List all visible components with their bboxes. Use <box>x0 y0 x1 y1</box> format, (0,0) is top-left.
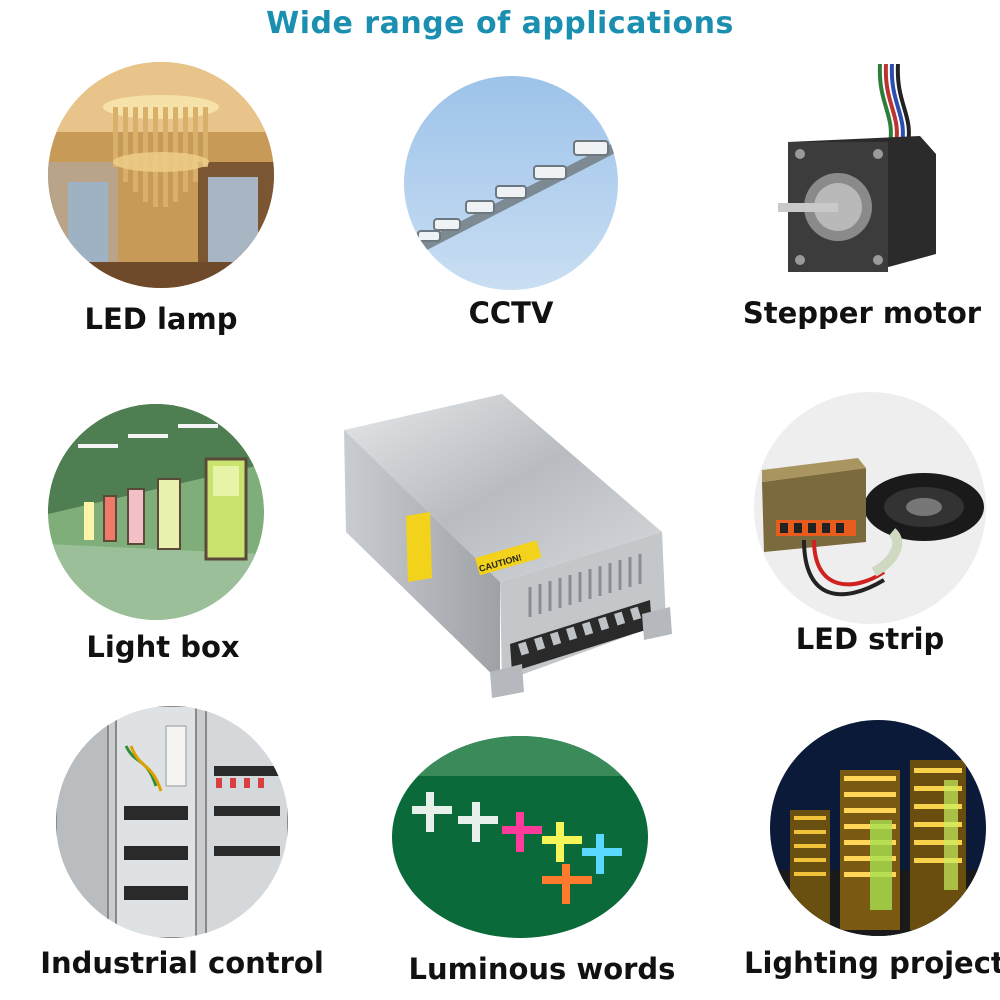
stepper-motor-photo-icon <box>760 64 960 284</box>
stepper-motor-label: Stepper motor <box>742 296 982 330</box>
power-supply-photo-icon: CAUTION! <box>330 382 690 702</box>
led-strip-reel-photo-icon <box>754 392 986 624</box>
lighting-project-label: Lighting project <box>744 946 1000 980</box>
light-box-label: Light box <box>86 630 240 664</box>
luminous-words-label: Luminous words <box>408 952 676 986</box>
led-sign-photo-icon <box>392 736 648 938</box>
led-lamp-label: LED lamp <box>84 302 238 336</box>
lit-buildings-photo-icon <box>770 720 986 936</box>
page-title: Wide range of applications <box>266 6 734 41</box>
light-box-corridor-photo-icon <box>48 404 264 620</box>
industrial-control-label: Industrial control <box>40 946 324 980</box>
cctv-cameras-photo-icon <box>404 76 618 290</box>
chandelier-photo-icon <box>48 62 274 288</box>
led-strip-label: LED strip <box>795 622 945 656</box>
control-cabinet-photo-icon <box>56 706 288 938</box>
cctv-label: CCTV <box>468 296 554 330</box>
